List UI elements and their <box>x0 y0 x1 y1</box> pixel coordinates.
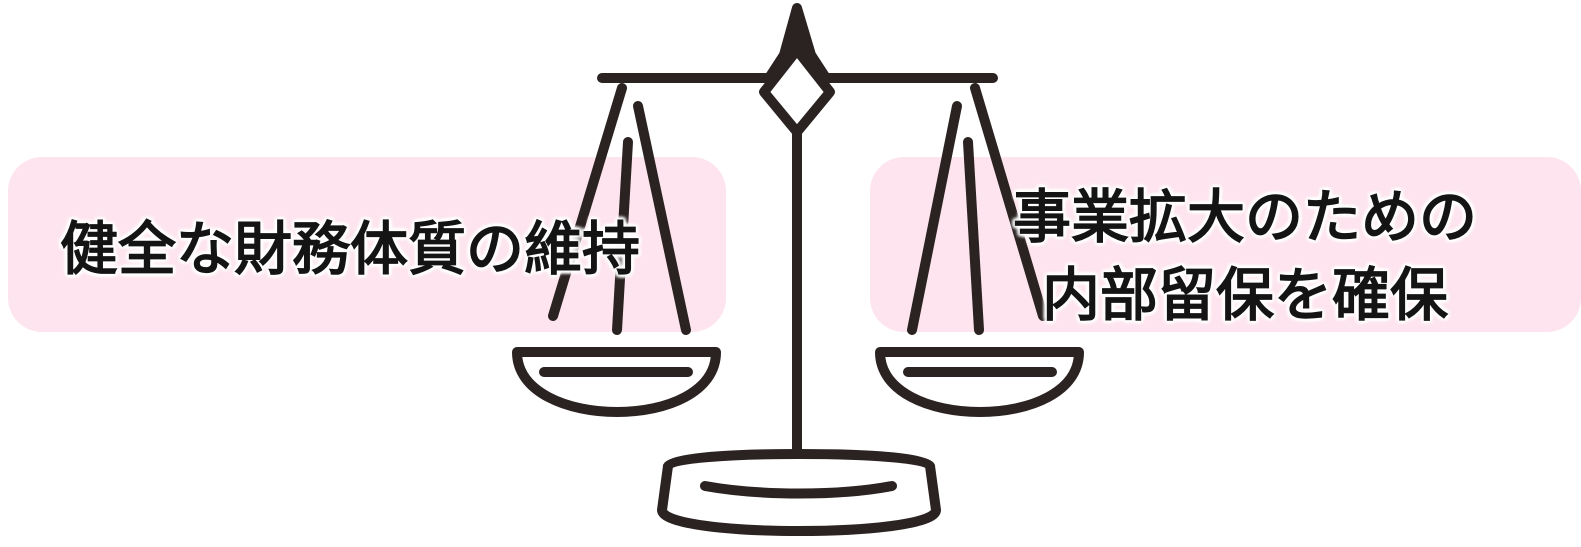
left-chain-outer <box>548 83 627 321</box>
right-label-box <box>870 157 1581 332</box>
left-label-line: 健全な財務体質の維持 <box>60 215 641 283</box>
right-chain-inner <box>907 101 962 335</box>
left-label-text: 健全な財務体質の維持 <box>60 210 720 288</box>
right-label-line-2: 内部留保を確保 <box>1041 261 1448 329</box>
left-chain-inner <box>633 101 691 335</box>
right-pan <box>875 347 1084 417</box>
right-label-text: 事業拡大のための 内部留保を確保 <box>955 178 1535 334</box>
left-pan <box>512 347 721 417</box>
scale-base-inner-line <box>700 481 897 499</box>
left-chain-middle <box>612 137 633 335</box>
right-chain-middle <box>963 137 984 335</box>
left-label-box <box>8 157 726 332</box>
right-label-line-1: 事業拡大のための <box>1012 183 1477 251</box>
right-chain-outer <box>970 83 1048 321</box>
